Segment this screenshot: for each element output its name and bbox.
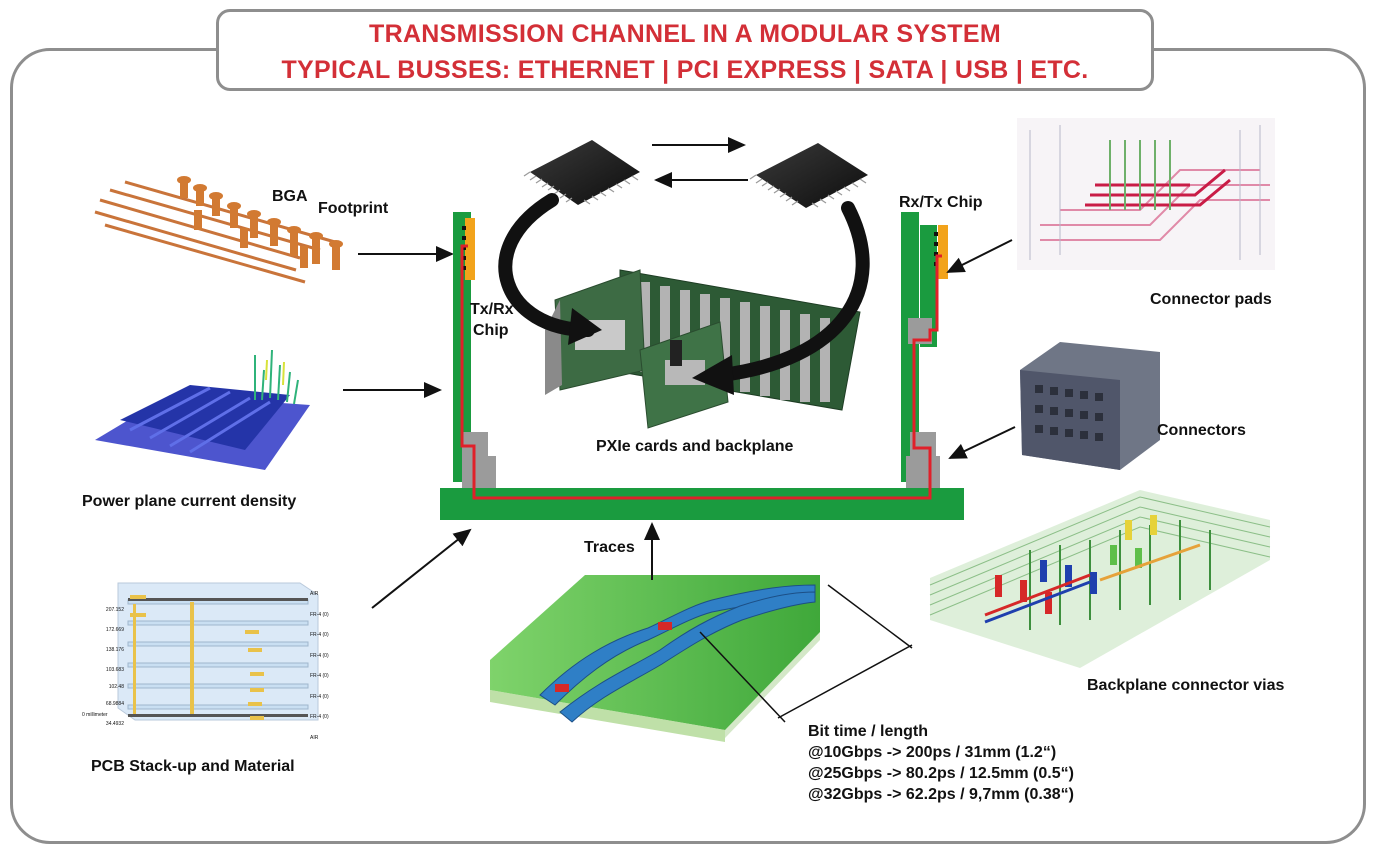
- label-rx-tx-chip: Rx/Tx Chip: [899, 194, 983, 211]
- title-line-2: TYPICAL BUSSES: ETHERNET | PCI EXPRESS |…: [281, 56, 1089, 84]
- bit-time-row: @10Gbps -> 200ps / 31mm (1.2“): [808, 744, 1057, 761]
- curved-arrowhead-left: [568, 308, 602, 345]
- bit-time-row: @25Gbps -> 80.2ps / 12.5mm (0.5“): [808, 765, 1074, 782]
- label-tx-rx-chip: Chip: [473, 322, 509, 339]
- connectors-image: [1020, 342, 1160, 470]
- label-pcb-stackup: PCB Stack-up and Material: [91, 758, 295, 775]
- stackup-value: 207.152: [105, 607, 124, 613]
- stackup-material: FR-4 (0): [310, 673, 329, 679]
- arrow-stackup: [371, 528, 472, 609]
- stackup-value: 138.176: [105, 647, 124, 653]
- curved-arrow-left: [498, 193, 595, 337]
- rx-chip-image: [749, 143, 868, 208]
- stackup-value: 103.683: [105, 667, 124, 673]
- label-power-plane: Power plane current density: [82, 493, 297, 510]
- connector-pads-image: [1017, 118, 1275, 270]
- label-bga: BGA: [272, 188, 308, 205]
- label-traces: Traces: [584, 539, 635, 556]
- label-backplane-vias: Backplane connector vias: [1087, 677, 1285, 694]
- arrow-connectors: [948, 426, 1016, 459]
- tx-chip-image: [523, 140, 640, 205]
- label-connectors: Connectors: [1157, 422, 1246, 439]
- bit-time-row: @32Gbps -> 62.2ps / 9,7mm (0.38“): [808, 786, 1074, 803]
- channel-pcb: [440, 212, 964, 520]
- stackup-material: AIR: [310, 591, 319, 597]
- stackup-material: AIR: [310, 734, 319, 741]
- stackup-material: FR-4 (0): [310, 611, 329, 618]
- stackup-material: FR-4 (0): [310, 652, 329, 659]
- backplane-vias-image: [929, 490, 1271, 668]
- stackup-material: FR-4 (0): [310, 632, 329, 638]
- bit-time-heading: Bit time / length: [808, 723, 928, 740]
- stackup-value: 172.669: [105, 627, 124, 633]
- title-box: TRANSMISSION CHANNEL IN A MODULAR SYSTEM…: [216, 9, 1154, 91]
- stackup-left-values: 207.152 172.669 138.176 103.683 102.48 6…: [100, 600, 124, 734]
- stackup-value: 34.4932: [105, 721, 124, 727]
- bga-footprint-image: [94, 176, 343, 284]
- label-connector-pads: Connector pads: [1150, 291, 1272, 308]
- stackup-right-labels: AIR FR-4 (0) FR-4 (0) FR-4 (0) FR-4 (0) …: [310, 584, 329, 748]
- stackup-value: 102.48: [108, 684, 124, 690]
- label-pxie: PXIe cards and backplane: [596, 438, 794, 455]
- power-plane-image: [95, 349, 310, 470]
- curved-arrow-right: [715, 201, 870, 382]
- label-footprint: Footprint: [318, 200, 389, 217]
- stackup-zero: 0 millimeter: [82, 712, 108, 718]
- label-tx-rx: Tx/Rx: [470, 301, 514, 318]
- stackup-value: 68.9884: [105, 701, 124, 707]
- stackup-material: FR-4 (0): [310, 714, 329, 720]
- pcb-stackup-image: [117, 582, 319, 721]
- traces-image: [490, 575, 820, 742]
- bit-time-block: Bit time / length @10Gbps -> 200ps / 31m…: [808, 721, 1074, 805]
- title-line-1: TRANSMISSION CHANNEL IN A MODULAR SYSTEM: [369, 20, 1001, 48]
- stackup-material: FR-4 (0): [310, 693, 329, 700]
- bit-length-dimension: [699, 584, 913, 723]
- arrow-connector-pads: [946, 239, 1013, 273]
- curved-arrowhead-right: [692, 355, 734, 395]
